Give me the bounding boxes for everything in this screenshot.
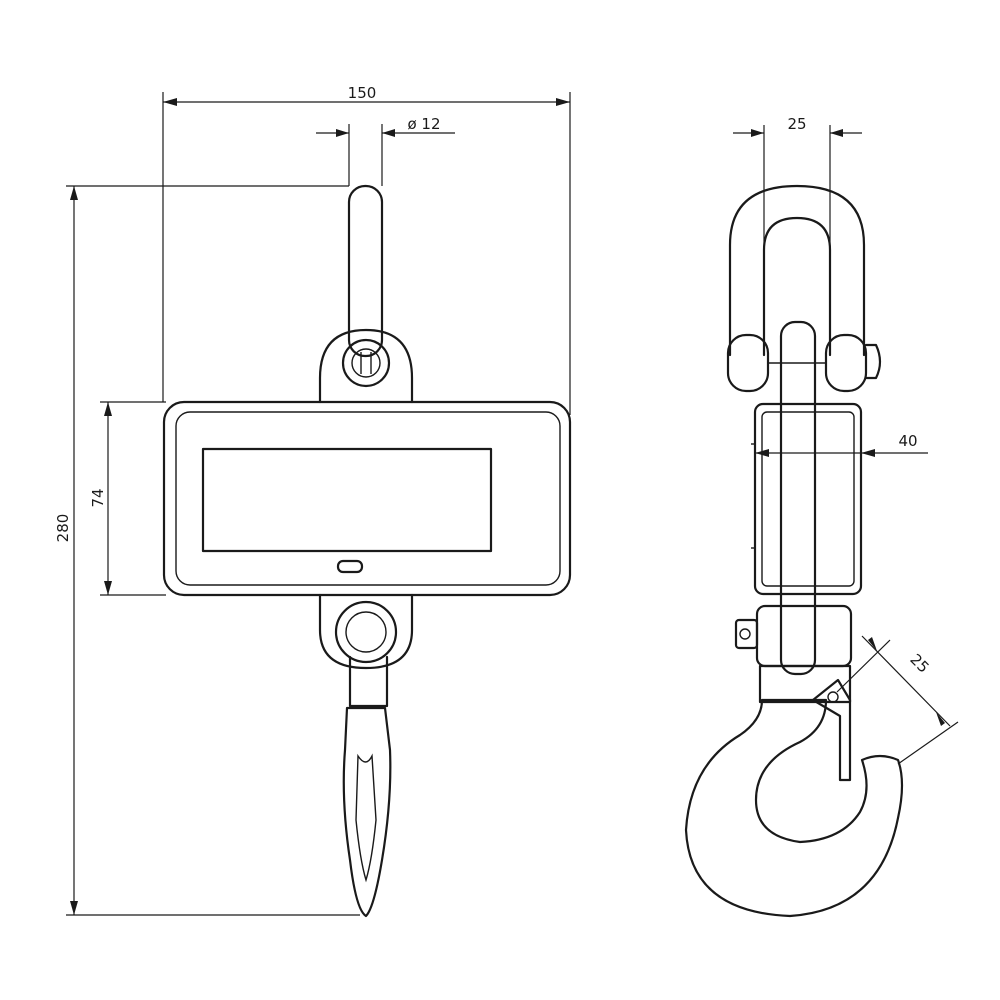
dimension-width-150: 150 (162, 84, 571, 415)
dimension-display-height-74: 74 (89, 401, 166, 596)
dimension-shackle-25: 25 (733, 115, 862, 250)
dimension-hook-opening-25: 25 (836, 635, 959, 765)
lower-swivel (734, 604, 853, 704)
hook-front-view (342, 655, 392, 918)
height-label: 280 (54, 514, 72, 543)
hook-opening-label: 25 (906, 650, 932, 676)
side-view: 25 40 25 (684, 115, 959, 918)
hook-side-view (684, 678, 904, 918)
width-label: 150 (348, 84, 377, 102)
dimension-diameter-12: ø 12 (316, 115, 455, 186)
top-eye-link (347, 184, 384, 358)
lcd-display-window (201, 447, 493, 553)
front-view: 150 ø 12 280 74 (54, 84, 572, 918)
scale-housing (162, 400, 572, 597)
scale-body-side (751, 402, 863, 596)
lower-mount-plate (318, 593, 414, 670)
dimension-depth-40: 40 (755, 432, 928, 457)
shackle-width-label: 25 (787, 115, 806, 133)
diameter-label: ø 12 (407, 115, 440, 133)
indicator-button (336, 559, 364, 574)
body-depth-label: 40 (898, 432, 917, 450)
swivel-link (779, 320, 817, 676)
shackle (726, 184, 882, 393)
upper-mount-plate (318, 328, 414, 404)
dimension-height-280: 280 (54, 185, 360, 916)
display-height-label: 74 (89, 488, 107, 507)
